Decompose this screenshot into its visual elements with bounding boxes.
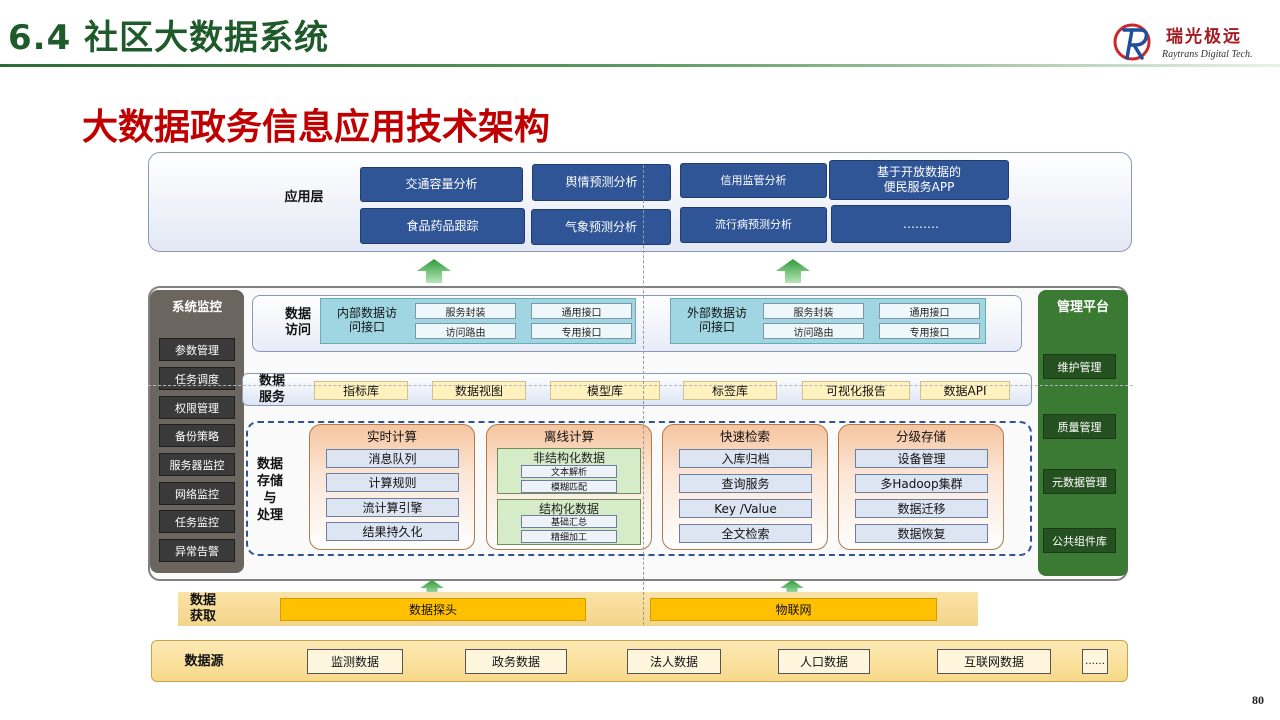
acquisition-item: 数据探头 [280,598,586,621]
system-monitor-title: 系统监控 [171,299,222,314]
access-item: 专用接口 [531,323,632,339]
service-item: 标签库 [683,381,777,400]
structured-data-title: 结构化数据 [538,502,599,516]
heading-rule [0,64,1280,67]
data-source-label: 数据源 [184,653,224,669]
monitor-item: 备份策略 [159,424,235,447]
app-box: 基于开放数据的 便民服务APP [829,160,1009,200]
source-item: 监测数据 [307,649,403,674]
management-item: 质量管理 [1043,414,1116,439]
source-item: 法人数据 [627,649,721,674]
horizontal-guide-line [148,385,1133,386]
data-acquisition-label: 数据 获取 [189,593,216,624]
acquisition-item: 物联网 [650,598,937,621]
unstructured-data-title: 非结构化数据 [532,451,605,465]
company-logo: 瑞光极远 Raytrans Digital Tech. [1110,18,1270,64]
logo-mark-icon [1113,23,1151,61]
sub-item: 模糊匹配 [521,480,617,493]
data-access-label: 数据 访问 [284,306,311,338]
sub-item: 基础汇总 [521,515,617,528]
fast-search-title: 快速检索 [719,429,770,444]
app-box: 信用监管分析 [680,163,827,198]
monitor-item: 网络监控 [159,482,235,505]
process-item: 消息队列 [326,449,459,468]
management-item: 元数据管理 [1043,469,1116,494]
access-item: 访问路由 [415,323,516,339]
service-item: 可视化报告 [802,381,910,400]
app-box: 流行病预测分析 [680,207,827,243]
storage-label: 数据 存储 与 处理 [256,457,283,523]
process-item: 数据迁移 [855,499,988,518]
monitor-item: 异常告警 [159,539,235,562]
sub-item: 精细加工 [521,530,617,543]
tiered-storage-title: 分级存储 [895,429,946,444]
access-item: 服务封装 [415,303,516,319]
access-item: 专用接口 [879,323,980,339]
diagram-title: 大数据政务信息应用技术架构 [82,107,551,148]
center-guide-line [643,165,644,625]
access-item: 通用接口 [879,303,980,319]
source-item: …… [1082,649,1108,674]
service-item: 数据视图 [432,381,526,400]
application-layer-label: 应用层 [284,189,324,205]
offline-compute-title: 离线计算 [543,429,594,444]
monitor-item: 任务调度 [159,367,235,390]
page-number: 80 [1252,693,1264,707]
process-item: 设备管理 [855,449,988,468]
monitor-item: 服务器监控 [159,453,235,476]
process-item: 查询服务 [679,474,812,493]
app-box: 食品药品跟踪 [360,208,525,244]
process-item: 结果持久化 [326,522,459,541]
management-item: 维护管理 [1043,354,1116,379]
management-item: 公共组件库 [1043,528,1116,553]
logo-english-name: Raytrans Digital Tech. [1162,49,1253,60]
process-item: 入库归档 [679,449,812,468]
service-item: 数据API [920,381,1010,400]
management-platform-title: 管理平台 [1056,300,1109,315]
app-box: 交通容量分析 [360,167,523,202]
process-item: 数据恢复 [855,524,988,543]
process-item: 多Hadoop集群 [855,474,988,493]
monitor-item: 参数管理 [159,338,235,361]
monitor-item: 权限管理 [159,396,235,419]
access-item: 服务封装 [763,303,864,319]
source-item: 政务数据 [465,649,567,674]
external-access-title: 外部数据访 问接口 [686,305,747,334]
realtime-compute-title: 实时计算 [366,429,417,444]
process-item: Key /Value [679,499,812,518]
process-item: 计算规则 [326,473,459,492]
sub-item: 文本解析 [521,465,617,478]
process-item: 流计算引擎 [326,498,459,517]
app-box: 气象预测分析 [531,209,671,245]
app-box: ……… [831,205,1011,243]
access-item: 访问路由 [763,323,864,339]
up-arrow-icon [780,579,804,597]
logo-chinese-name: 瑞光极远 [1166,27,1242,47]
process-item: 全文检索 [679,524,812,543]
service-item: 指标库 [314,381,408,400]
app-box: 舆情预测分析 [532,164,671,201]
data-service-label: 数据 服务 [258,373,285,405]
up-arrow-icon [420,579,444,597]
up-arrow-icon [417,259,451,283]
storage-processing-area [246,421,1032,556]
internal-access-title: 内部数据访 问接口 [336,305,397,334]
source-item: 互联网数据 [937,649,1051,674]
section-heading: 6.4 社区大数据系统 [8,18,330,58]
up-arrow-icon [776,259,810,283]
monitor-item: 任务监控 [159,510,235,533]
access-item: 通用接口 [531,303,632,319]
source-item: 人口数据 [778,649,870,674]
